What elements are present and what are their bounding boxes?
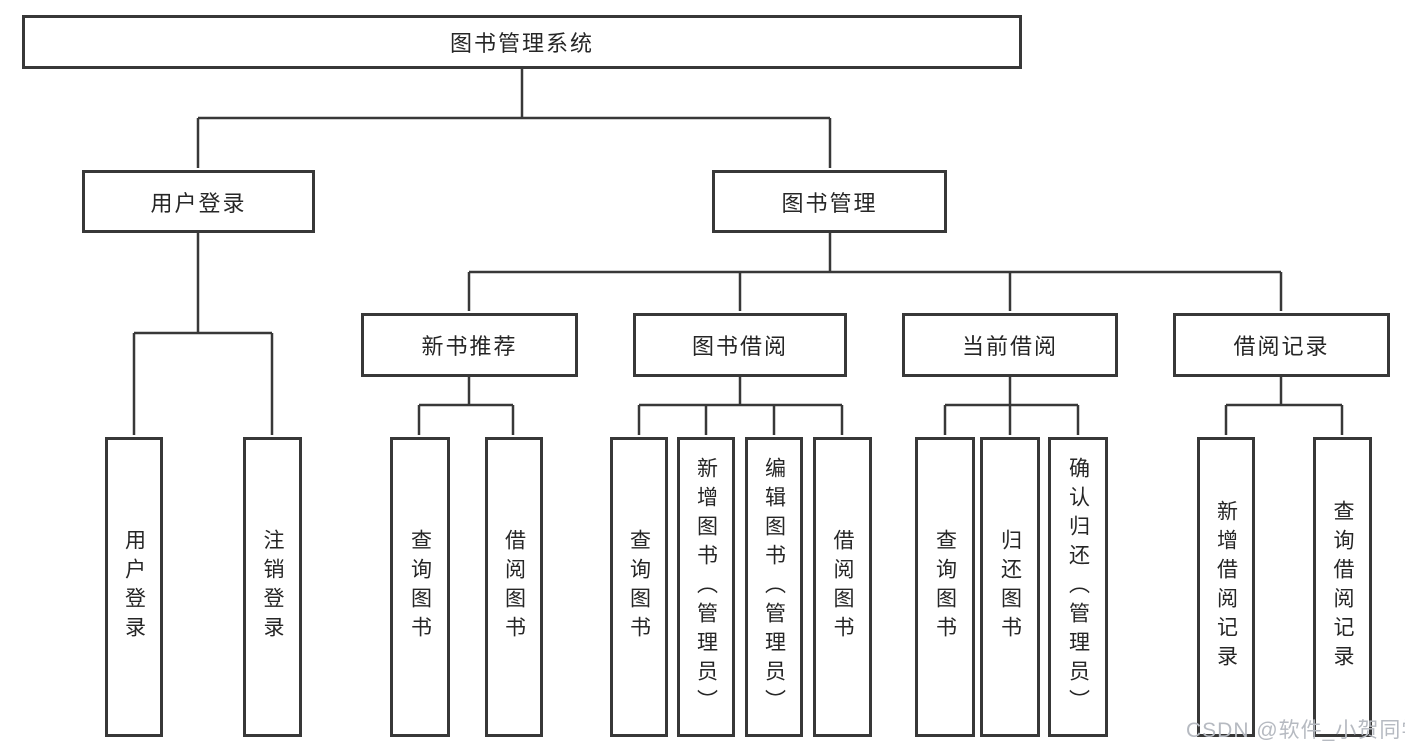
connectors-user-login: [132, 233, 274, 435]
connectors-book-borrow: [637, 377, 844, 435]
leaf-br-add-record-label: 新增借阅记录: [1214, 500, 1238, 674]
leaf-bb-borrow-books-label: 借阅图书: [831, 529, 854, 645]
node-user-login-label: 用户登录: [150, 190, 247, 216]
leaf-cb-return-books-label: 归还图书: [998, 529, 1022, 645]
node-book-borrow: 图书借阅: [633, 313, 847, 377]
node-borrow-records: 借阅记录: [1173, 313, 1390, 377]
leaf-nb-query-books: 查询图书: [390, 437, 450, 737]
node-book-management: 图书管理: [712, 170, 947, 233]
node-book-management-label: 图书管理: [781, 190, 878, 216]
csdn-watermark: CSDN @软件_小贺同学: [1186, 719, 1405, 742]
connectors-book-management: [467, 233, 1283, 311]
leaf-logout-login-label: 注销登录: [261, 529, 284, 645]
leaf-bb-add-books-admin: 新增图书（管理员）: [677, 437, 735, 737]
leaf-user-login-label: 用户登录: [122, 529, 146, 645]
leaf-cb-query-books: 查询图书: [915, 437, 975, 737]
leaf-cb-confirm-return-admin: 确认归还（管理员）: [1048, 437, 1108, 737]
node-current-borrow: 当前借阅: [902, 313, 1118, 377]
leaf-bb-query-books-label: 查询图书: [627, 529, 651, 645]
node-new-book-recommend-label: 新书推荐: [421, 334, 518, 359]
leaf-logout-login: 注销登录: [243, 437, 302, 737]
leaf-br-add-record: 新增借阅记录: [1197, 437, 1255, 737]
leaf-nb-query-books-label: 查询图书: [408, 529, 432, 645]
node-user-login: 用户登录: [82, 170, 315, 233]
node-borrow-records-label: 借阅记录: [1233, 334, 1330, 359]
connectors-current-borrow: [943, 377, 1080, 435]
leaf-br-query-record-label: 查询借阅记录: [1331, 500, 1354, 674]
connectors-root: [196, 68, 832, 168]
leaf-bb-edit-books-admin: 编辑图书（管理员）: [745, 437, 803, 737]
connectors-new-book-recommend: [417, 377, 515, 435]
node-book-borrow-label: 图书借阅: [691, 334, 788, 359]
leaf-user-login: 用户登录: [105, 437, 163, 737]
leaf-bb-borrow-books: 借阅图书: [813, 437, 872, 737]
leaf-cb-query-books-label: 查询图书: [933, 529, 957, 645]
leaf-nb-borrow-books-label: 借阅图书: [502, 529, 526, 645]
connectors-borrow-records: [1224, 377, 1344, 435]
node-new-book-recommend: 新书推荐: [361, 313, 578, 377]
node-current-borrow-label: 当前借阅: [961, 334, 1058, 359]
leaf-nb-borrow-books: 借阅图书: [485, 437, 543, 737]
node-root: 图书管理系统: [22, 15, 1022, 69]
leaf-br-query-record: 查询借阅记录: [1313, 437, 1372, 737]
leaf-cb-confirm-return-admin-label: 确认归还（管理员）: [1066, 456, 1090, 718]
leaf-bb-add-books-admin-label: 新增图书（管理员）: [694, 456, 718, 718]
leaf-bb-edit-books-admin-label: 编辑图书（管理员）: [762, 456, 786, 718]
node-root-label: 图书管理系统: [449, 31, 594, 56]
leaf-bb-query-books: 查询图书: [610, 437, 668, 737]
leaf-cb-return-books: 归还图书: [980, 437, 1040, 737]
